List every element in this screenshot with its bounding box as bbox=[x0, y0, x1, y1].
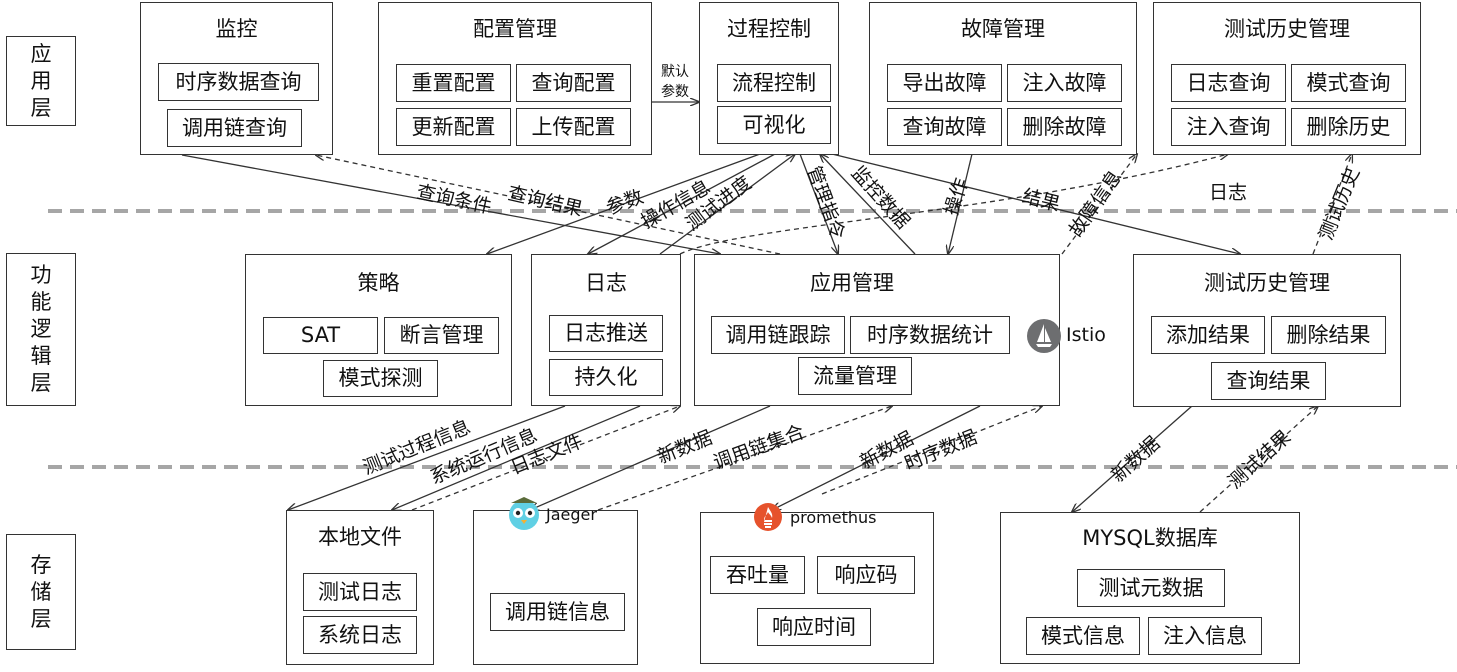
layer-label-func: 功能逻辑层 bbox=[6, 253, 76, 406]
appmgmt-item-ts-stats: 时序数据统计 bbox=[850, 316, 1010, 354]
prometheus-box: 吞吐量 响应码 响应时间 bbox=[700, 512, 934, 664]
local-file-box: 本地文件 测试日志 系统日志 bbox=[286, 510, 434, 665]
history-func-item-delete: 删除结果 bbox=[1271, 316, 1386, 354]
jaeger-item-trace-info: 调用链信息 bbox=[490, 593, 625, 631]
log-box: 日志 日志推送 持久化 bbox=[531, 254, 681, 406]
arrow-sys-run-info bbox=[392, 405, 641, 510]
config-item-reset: 重置配置 bbox=[396, 64, 511, 102]
process-box: 过程控制 流程控制 可视化 bbox=[699, 2, 839, 155]
process-title: 过程控制 bbox=[727, 17, 811, 41]
history-func-title: 测试历史管理 bbox=[1204, 271, 1330, 295]
mysql-item-pattern: 模式信息 bbox=[1026, 617, 1140, 655]
history-item-delete: 删除历史 bbox=[1291, 108, 1406, 146]
layer-label-app: 应用层 bbox=[6, 36, 76, 126]
history-item-log-query: 日志查询 bbox=[1171, 64, 1286, 102]
arrow-query-result bbox=[316, 155, 781, 255]
istio-logo-icon bbox=[1027, 319, 1061, 353]
label-log: 日志 bbox=[1208, 181, 1248, 204]
fault-title: 故障管理 bbox=[961, 17, 1045, 41]
appmgmt-box: 应用管理 调用链跟踪 时序数据统计 流量管理 bbox=[694, 254, 1060, 406]
arrow-log bbox=[679, 154, 1228, 255]
arrow-trace-set bbox=[597, 406, 892, 511]
jaeger-logo-icon bbox=[509, 497, 539, 530]
log-item-push: 日志推送 bbox=[549, 315, 663, 352]
log-title: 日志 bbox=[585, 271, 627, 295]
config-item-upload: 上传配置 bbox=[516, 108, 631, 146]
jaeger-label: Jaeger bbox=[546, 505, 597, 524]
history-func-box: 测试历史管理 添加结果 删除结果 查询结果 bbox=[1133, 254, 1401, 407]
jaeger-box: 调用链信息 bbox=[473, 510, 638, 665]
arrow-new-data-jaeger bbox=[530, 405, 771, 510]
local-item-test-log: 测试日志 bbox=[303, 573, 417, 611]
strategy-item-pattern: 模式探测 bbox=[323, 360, 438, 397]
arrow-ts-data bbox=[821, 406, 1042, 495]
monitor-item-ts-query: 时序数据查询 bbox=[158, 63, 319, 101]
mysql-box: MYSQL数据库 测试元数据 模式信息 注入信息 bbox=[1000, 512, 1300, 664]
arrow-operation bbox=[948, 153, 973, 254]
istio-label: Istio bbox=[1066, 324, 1106, 346]
prom-item-resp-code: 响应码 bbox=[817, 556, 915, 594]
arrow-op-info bbox=[588, 153, 776, 254]
monitor-box: 监控 时序数据查询 调用链查询 bbox=[140, 2, 333, 155]
config-box: 配置管理 重置配置 查询配置 更新配置 上传配置 bbox=[378, 2, 652, 155]
arrow-new-data-mysql bbox=[1072, 405, 1193, 512]
process-item-visual: 可视化 bbox=[717, 106, 831, 144]
arrow-result bbox=[831, 153, 1240, 254]
fault-item-inject: 注入故障 bbox=[1007, 64, 1122, 102]
mysql-title: MYSQL数据库 bbox=[1082, 526, 1218, 550]
fault-item-query: 查询故障 bbox=[887, 108, 1002, 146]
history-item-pattern-query: 模式查询 bbox=[1291, 64, 1406, 102]
label-default-params-1: 默认 bbox=[661, 64, 689, 80]
config-item-update: 更新配置 bbox=[396, 108, 511, 146]
local-item-sys-log: 系统日志 bbox=[303, 616, 417, 654]
prom-item-throughput: 吞吐量 bbox=[710, 556, 805, 594]
fault-item-export: 导出故障 bbox=[887, 64, 1002, 102]
arrow-fault-info bbox=[1061, 154, 1137, 255]
appmgmt-title: 应用管理 bbox=[810, 271, 894, 295]
arrow-query-cond bbox=[181, 154, 720, 254]
strategy-item-assert: 断言管理 bbox=[384, 317, 499, 354]
arrow-log-file bbox=[411, 406, 680, 511]
config-title: 配置管理 bbox=[473, 17, 557, 41]
arrow-test-process-info bbox=[288, 405, 566, 510]
arrow-params bbox=[487, 153, 761, 254]
fault-item-delete: 删除故障 bbox=[1007, 108, 1122, 146]
appmgmt-item-trace: 调用链跟踪 bbox=[711, 316, 845, 354]
prometheus-label: promethus bbox=[790, 508, 877, 527]
mysql-item-inject: 注入信息 bbox=[1148, 617, 1262, 655]
local-file-title: 本地文件 bbox=[318, 525, 402, 549]
layer-label-storage: 存储层 bbox=[6, 534, 76, 650]
process-item-flow: 流程控制 bbox=[717, 64, 831, 102]
label-default-params-2: 参数 bbox=[661, 84, 689, 100]
history-app-title: 测试历史管理 bbox=[1224, 17, 1350, 41]
history-app-box: 测试历史管理 日志查询 模式查询 注入查询 删除历史 bbox=[1153, 2, 1421, 155]
prometheus-logo-icon bbox=[754, 503, 782, 531]
history-item-inject-query: 注入查询 bbox=[1171, 108, 1286, 146]
arrow-test-progress bbox=[659, 154, 795, 255]
strategy-item-sat: SAT bbox=[263, 317, 378, 354]
monitor-title: 监控 bbox=[215, 17, 258, 41]
strategy-title: 策略 bbox=[357, 271, 400, 295]
history-func-item-query: 查询结果 bbox=[1211, 362, 1326, 400]
arrow-mgmt-cmd bbox=[799, 153, 838, 254]
log-item-persist: 持久化 bbox=[549, 359, 663, 396]
arrow-monitor-data bbox=[820, 154, 916, 255]
fault-box: 故障管理 导出故障 注入故障 查询故障 删除故障 bbox=[869, 2, 1137, 155]
mysql-item-meta: 测试元数据 bbox=[1077, 569, 1225, 607]
prom-item-resp-time: 响应时间 bbox=[757, 608, 871, 646]
monitor-item-trace-query: 调用链查询 bbox=[167, 109, 302, 147]
arrow-new-data-prom bbox=[772, 405, 981, 510]
history-func-item-add: 添加结果 bbox=[1151, 316, 1265, 354]
appmgmt-item-traffic: 流量管理 bbox=[798, 357, 912, 395]
strategy-box: 策略 SAT 断言管理 模式探测 bbox=[245, 254, 512, 406]
config-item-query: 查询配置 bbox=[516, 64, 631, 102]
